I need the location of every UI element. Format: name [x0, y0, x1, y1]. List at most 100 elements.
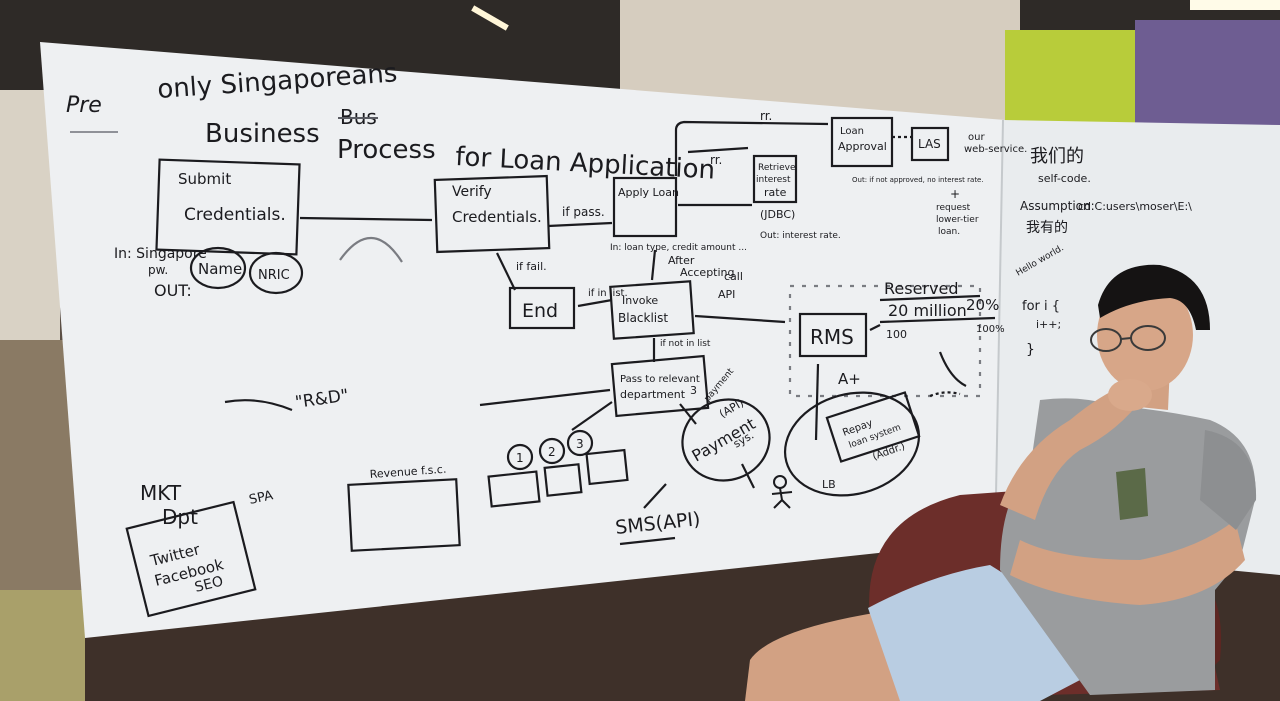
floor-mat [0, 590, 90, 701]
end-text: End [522, 300, 558, 322]
ceiling-light-1 [471, 5, 509, 31]
circle-2 [538, 437, 566, 465]
hundred-text: 100 [886, 328, 907, 341]
arrow-rnd [224, 399, 293, 412]
submit-text-2: Credentials. [184, 205, 286, 225]
arrow-pass-down-left [571, 401, 613, 431]
arrow-rms-up [814, 363, 820, 441]
small-box-2 [543, 463, 583, 497]
dotted-curve [929, 391, 961, 398]
num-3-text: 3 [576, 437, 584, 451]
lb-oval [783, 391, 921, 497]
circle-1 [506, 443, 534, 471]
ceiling-light-2 [1190, 0, 1280, 10]
loan-approval-text-1: Loan [840, 126, 864, 137]
sms-underline [619, 536, 676, 546]
rr-top-text: rr. [760, 109, 772, 123]
arrow-invoke-rms [694, 314, 786, 324]
spa-text: SPA [248, 488, 275, 508]
pass-three-text: 3 [690, 384, 697, 397]
for-loop-text: for i { [1022, 299, 1060, 314]
person-icon [771, 475, 793, 509]
retrieve-text-2: interest [756, 175, 791, 185]
wall-purple [1135, 20, 1280, 135]
dpt-text: Dpt [162, 505, 198, 529]
arrow-payment-sms [643, 483, 667, 509]
out-not-approved-text: Out: if not approved, no interest rate. [852, 176, 984, 184]
verify-text-1: Verify [452, 184, 492, 200]
num-2-text: 2 [548, 445, 556, 459]
reserved-text: Reserved [884, 279, 958, 298]
twenty-million-text: 20 million [888, 301, 967, 320]
rr-loop [674, 120, 829, 176]
mkt-text: MKT [140, 481, 182, 505]
close-brace-text: } [1026, 342, 1035, 358]
num-1-text: 1 [516, 451, 524, 465]
arrow-submit-verify [299, 216, 433, 222]
shirt-logo [1116, 468, 1148, 520]
twenty-million-underline [879, 316, 996, 324]
person-arm-raised [1000, 385, 1145, 520]
flow-diagram [125, 116, 996, 618]
if-fail-text: if fail. [516, 260, 547, 273]
lb-text: LB [822, 478, 836, 491]
person-sleeve [1200, 430, 1257, 530]
nric-bubble-text: NRIC [258, 268, 290, 283]
payment-oval [681, 398, 771, 482]
hundred-pct-text: 100% [976, 324, 1005, 335]
business-word: Business [205, 119, 320, 149]
if-not-in-list-text: if not in list [660, 339, 711, 349]
loan-text: loan. [938, 227, 960, 237]
apply-loan-box [612, 176, 678, 238]
rr-mid-text: rr. [710, 153, 722, 167]
glasses-left [1090, 328, 1122, 352]
small-box-1 [487, 470, 541, 508]
arrow-to-reserved [869, 324, 881, 331]
nric-bubble [248, 251, 304, 295]
if-pass-text: if pass. [562, 205, 605, 219]
call-text: call [724, 270, 743, 283]
invoke-text-1: Invoke [622, 294, 658, 307]
revenue-box [347, 478, 461, 552]
arrow-pass-left [479, 388, 611, 407]
self-code-text: self-code. [1038, 172, 1091, 185]
pass-box [610, 354, 710, 418]
rms-text: RMS [810, 325, 854, 349]
accepting-text: Accepting [680, 266, 735, 279]
request-text: request [936, 203, 971, 213]
arrow-pass-payment [679, 403, 697, 425]
arrow-apply-invoke [650, 249, 657, 281]
glasses-bridge [1120, 337, 1132, 340]
cd-cmd-text: cd C:users\moser\E:\ [1078, 200, 1192, 213]
rms-box [798, 312, 868, 358]
verify-text-2: Credentials. [452, 208, 542, 226]
arrow-verify-apply [547, 221, 613, 228]
jdbc-text: (JDBC) [760, 208, 795, 221]
submit-box [155, 158, 301, 256]
person-leg [745, 612, 900, 701]
assume-cn-text: 我有的 [1026, 220, 1068, 236]
invoke-text-2: Blacklist [618, 311, 668, 325]
arrow-curve-right [938, 351, 967, 387]
twenty-pct-text: 20% [966, 296, 999, 314]
loan-approval-text-2: Approval [838, 140, 887, 153]
arrow-payment-person [741, 463, 755, 489]
apply-in-text: In: loan type, credit amount ... [610, 243, 747, 253]
loan-approval-box [830, 116, 894, 168]
out-interest-text: Out: interest rate. [760, 231, 841, 241]
pre-label: Pre [66, 93, 102, 118]
verify-box [433, 174, 551, 254]
plus-text: + [950, 187, 960, 201]
arrow-verify-end [496, 252, 516, 291]
invoke-box [609, 280, 695, 340]
las-box [910, 126, 950, 162]
mkt-box [125, 500, 257, 618]
retrieve-box [752, 154, 798, 204]
whiteboard-seam [994, 119, 1004, 549]
arc-under-arrow [339, 236, 403, 263]
person-arm-folded [1010, 520, 1245, 605]
name-bubble [189, 246, 247, 290]
api-text: API [718, 288, 735, 301]
small-box-3 [585, 448, 629, 486]
retrieve-text-3: rate [764, 186, 787, 199]
